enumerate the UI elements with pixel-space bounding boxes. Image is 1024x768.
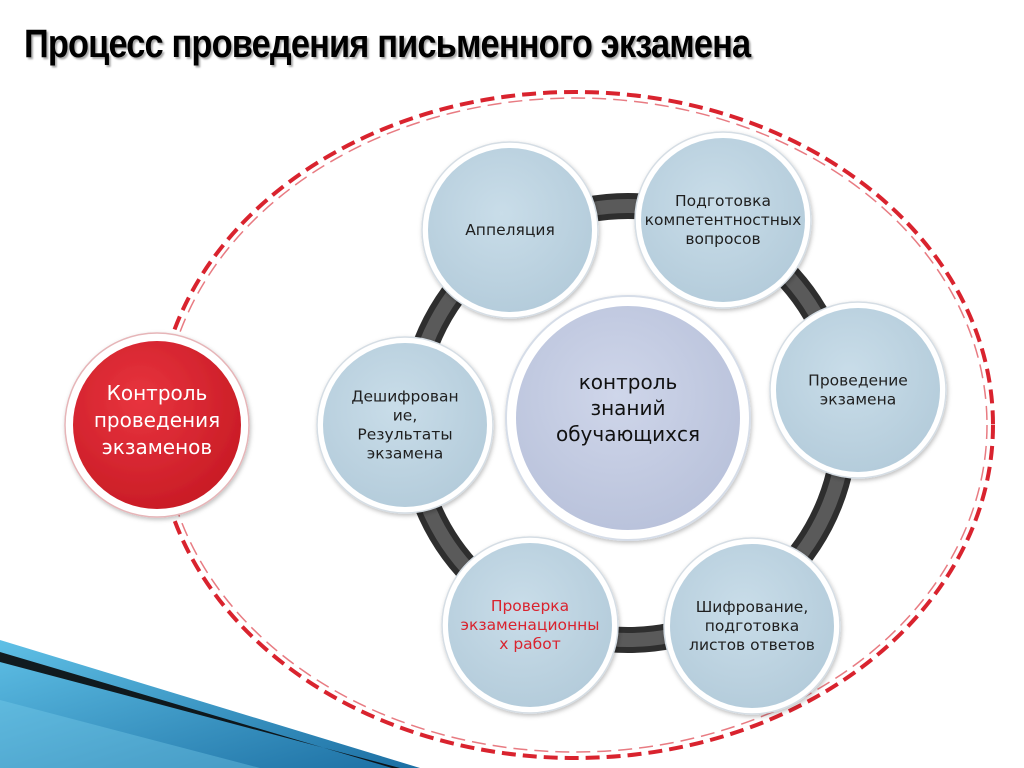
label-line: Дешифрован bbox=[351, 388, 458, 406]
node-fill bbox=[448, 543, 612, 707]
label-line: обучающихся bbox=[556, 422, 700, 446]
node-fill bbox=[776, 308, 940, 472]
label-line: Контроль bbox=[107, 381, 208, 405]
label-line: экзамена bbox=[820, 391, 896, 409]
label-line: Проведение bbox=[808, 372, 908, 390]
node-fill bbox=[323, 343, 487, 507]
label-line: экзаменационны bbox=[460, 616, 599, 634]
label-line: проведения bbox=[94, 408, 220, 432]
label-line: контроль bbox=[579, 370, 678, 394]
label-line: Подготовка bbox=[675, 192, 771, 210]
node-label: Аппеляция bbox=[465, 221, 555, 239]
label-line: экзаменов bbox=[102, 435, 212, 459]
label-line: компетентностных bbox=[645, 211, 802, 229]
step-appeal: Аппеляция bbox=[421, 141, 599, 319]
label-line: Аппеляция bbox=[465, 221, 555, 239]
label-line: подготовка bbox=[705, 617, 799, 635]
label-line: вопросов bbox=[685, 230, 760, 248]
page-title: Процесс проведения письменного экзамена bbox=[24, 22, 751, 66]
label-line: ие, bbox=[393, 407, 418, 425]
center-node bbox=[505, 295, 751, 541]
corner-decoration bbox=[0, 640, 420, 768]
label-line: экзамена bbox=[367, 445, 443, 463]
label-line: знаний bbox=[590, 396, 665, 420]
node-fill bbox=[641, 138, 805, 302]
node-fill bbox=[670, 544, 834, 708]
label-line: Проверка bbox=[491, 597, 569, 615]
label-line: листов ответов bbox=[689, 636, 815, 654]
label-line: Результаты bbox=[357, 426, 452, 444]
label-line: Шифрование, bbox=[696, 598, 809, 616]
control-node bbox=[64, 332, 250, 518]
node-fill bbox=[428, 148, 592, 312]
label-line: х работ bbox=[499, 635, 561, 653]
control-label: Контроль проведения экзаменов bbox=[94, 381, 220, 459]
